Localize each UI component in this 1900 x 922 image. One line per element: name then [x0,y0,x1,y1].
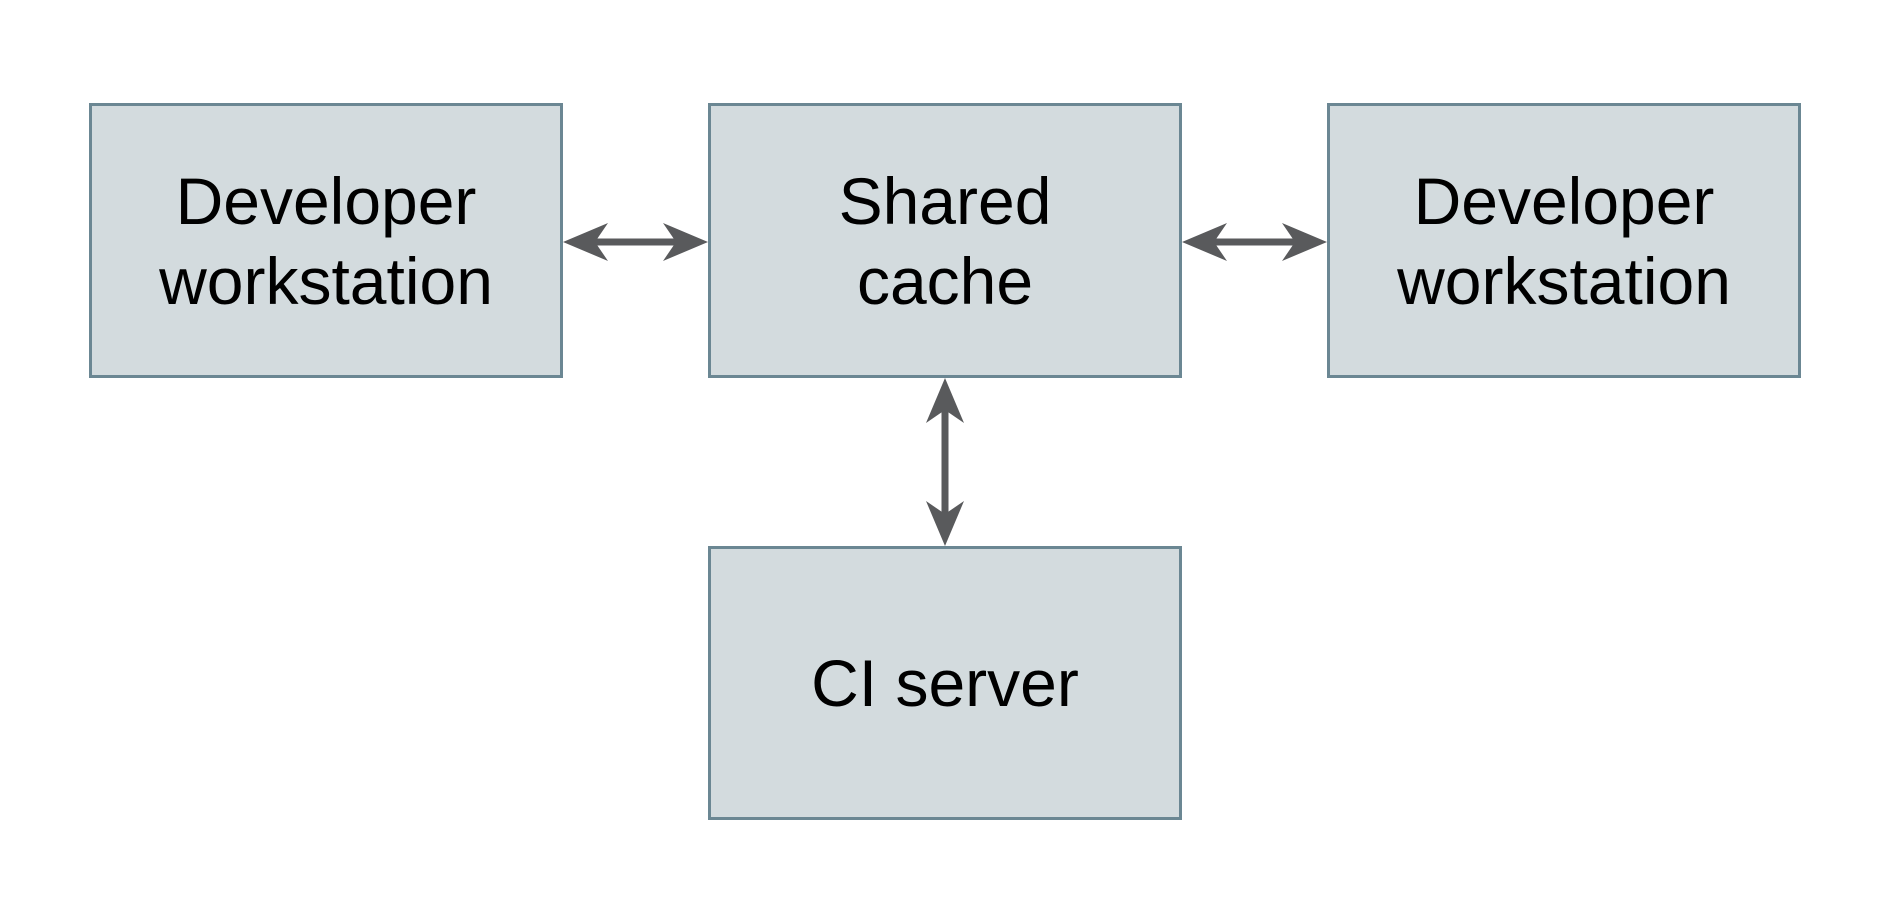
node-label-line: CI server [811,646,1079,720]
node-developer-workstation-left: Developer workstation [89,103,563,378]
bidirectional-arrow-devleft-cache [563,223,708,261]
node-developer-workstation-right: Developer workstation [1327,103,1801,378]
bidirectional-arrow-cache-devright [1182,223,1327,261]
bidirectional-arrow-cache-ciserver [926,378,964,546]
arrowhead-right-icon [1282,223,1327,261]
node-label-line: workstation [159,243,493,318]
arrowhead-up-icon [926,378,964,423]
node-label-line: workstation [1397,243,1731,318]
node-label-line: Shared [838,163,1052,238]
node-shared-cache: Shared cache [708,103,1182,378]
node-label-line: Developer [175,163,477,238]
arrowhead-left-icon [1182,223,1227,261]
arrowhead-down-icon [926,501,964,546]
arrowhead-left-icon [563,223,608,261]
node-label-line: cache [856,243,1034,318]
arrowhead-right-icon [663,223,708,261]
node-label-line: Developer [1413,163,1715,238]
node-ci-server: CI server [708,546,1182,820]
